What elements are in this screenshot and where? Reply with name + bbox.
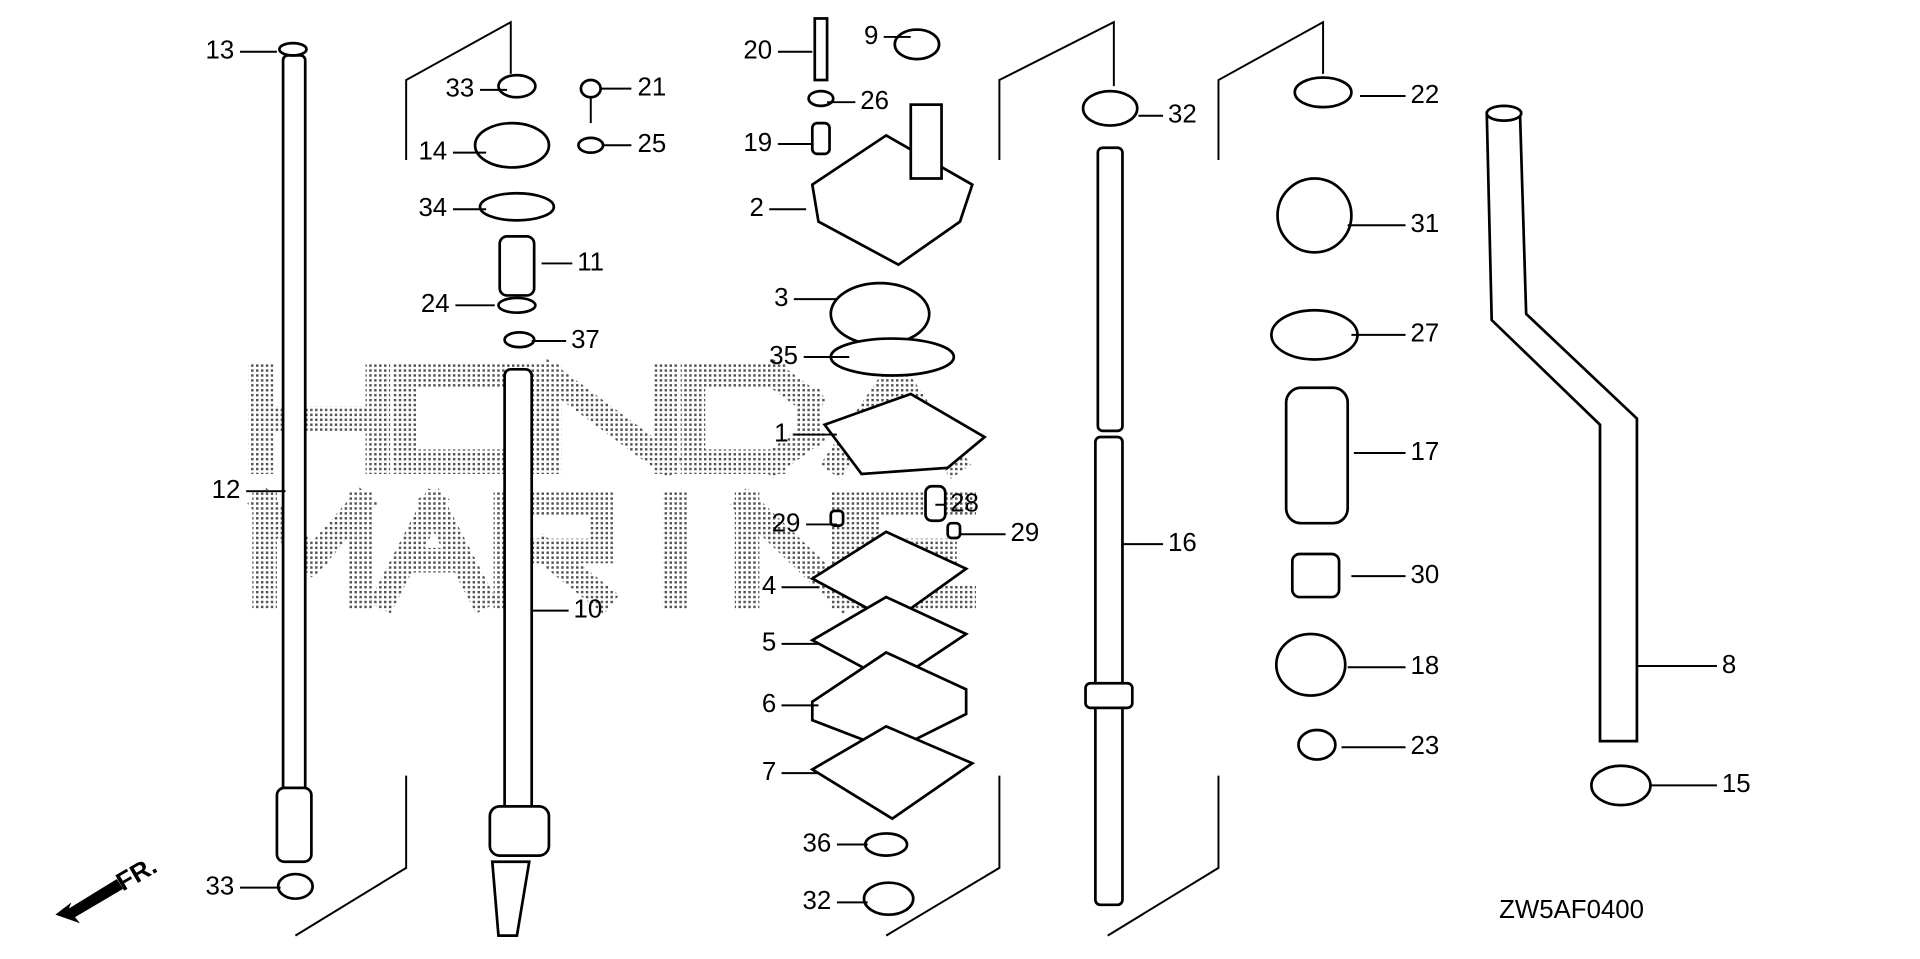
callout-13[interactable]: 13 (206, 37, 277, 65)
callout-label: 7 (762, 758, 776, 786)
callout-17[interactable]: 17 (1353, 438, 1439, 466)
callout-label: 11 (577, 248, 604, 276)
callout-5[interactable]: 5 (762, 629, 819, 657)
front-arrow-icon (55, 878, 124, 924)
callout-label: 33 (446, 75, 475, 103)
callout-label: 29 (772, 509, 801, 537)
callout-label: 18 (1410, 652, 1439, 680)
callout-1[interactable]: 1 (774, 419, 837, 447)
callout-26[interactable]: 26 (827, 87, 889, 115)
callout-6[interactable]: 6 (762, 690, 819, 718)
callout-33[interactable]: 33 (446, 75, 508, 103)
callout-label: 6 (762, 690, 776, 718)
front-marker: FR. (55, 852, 162, 924)
part-water-pump (807, 17, 987, 917)
callout-label: 36 (802, 829, 831, 857)
callout-22[interactable]: 22 (1360, 81, 1439, 109)
watermark-letter (247, 487, 378, 610)
watermark-letter (680, 358, 828, 479)
callout-label: 15 (1722, 770, 1751, 798)
callout-35[interactable]: 35 (769, 342, 850, 370)
callout-label: 3 (774, 284, 788, 312)
callout-37[interactable]: 37 (531, 326, 600, 354)
callout-30[interactable]: 30 (1351, 561, 1439, 589)
callout-label: 23 (1410, 732, 1439, 760)
callout-label: 10 (574, 595, 603, 623)
callout-29[interactable]: 29 (960, 519, 1039, 547)
callout-9[interactable]: 9 (864, 22, 911, 50)
watermark-letter (248, 363, 391, 474)
watermark-letter (531, 358, 684, 479)
part-shaft-10 (473, 73, 605, 937)
callout-label: 8 (1722, 651, 1736, 679)
callout-label: 19 (743, 129, 772, 157)
callout-12[interactable]: 12 (212, 476, 286, 504)
callout-label: 28 (950, 490, 979, 518)
callout-label: 25 (638, 130, 667, 158)
diagram-code: ZW5AF0400 (1499, 896, 1644, 924)
callout-label: 4 (762, 572, 776, 600)
callout-label: 33 (206, 872, 235, 900)
callout-label: 29 (1010, 519, 1039, 547)
callout-2[interactable]: 2 (750, 194, 807, 222)
callout-8[interactable]: 8 (1636, 651, 1736, 679)
part-gear-stack (1270, 76, 1359, 761)
part-shaft-12 (275, 41, 314, 901)
callout-label: 35 (769, 342, 798, 370)
callout-label: 37 (571, 326, 600, 354)
callout-11[interactable]: 11 (541, 248, 605, 276)
callout-label: 14 (418, 137, 447, 165)
callout-27[interactable]: 27 (1351, 320, 1439, 348)
callout-24[interactable]: 24 (421, 290, 495, 318)
callout-18[interactable]: 18 (1347, 652, 1440, 680)
callout-29[interactable]: 29 (772, 509, 837, 537)
callout-16[interactable]: 16 (1122, 529, 1197, 557)
callout-28[interactable]: 28 (935, 490, 979, 518)
callout-label: 30 (1410, 561, 1439, 589)
callout-36[interactable]: 36 (802, 829, 868, 857)
callout-label: 34 (418, 194, 447, 222)
callout-32[interactable]: 32 (802, 887, 868, 915)
callout-34[interactable]: 34 (418, 194, 487, 222)
callout-7[interactable]: 7 (762, 758, 819, 786)
callout-label: 12 (212, 476, 241, 504)
callout-label: 31 (1410, 210, 1439, 238)
callout-10[interactable]: 10 (531, 595, 603, 623)
callout-label: 24 (421, 290, 450, 318)
group-brackets (294, 20, 1325, 937)
callout-31[interactable]: 31 (1347, 210, 1440, 238)
callout-33[interactable]: 33 (206, 872, 281, 900)
callout-32[interactable]: 32 (1138, 101, 1197, 129)
callout-label: 2 (750, 194, 764, 222)
callout-label: 13 (206, 37, 235, 65)
callout-19[interactable]: 19 (743, 129, 813, 157)
callout-4[interactable]: 4 (762, 572, 819, 600)
callout-label: 9 (864, 22, 878, 50)
callout-label: 16 (1168, 529, 1197, 557)
callout-label: 22 (1410, 81, 1439, 109)
callout-15[interactable]: 15 (1649, 770, 1751, 798)
callout-label: 32 (802, 887, 831, 915)
callout-23[interactable]: 23 (1341, 732, 1440, 760)
callout-label: 21 (638, 73, 667, 101)
callout-label: 17 (1410, 438, 1439, 466)
callout-label: 20 (743, 37, 772, 65)
callout-20[interactable]: 20 (743, 37, 813, 65)
callout-label: 27 (1410, 320, 1439, 348)
callout-25[interactable]: 25 (603, 130, 666, 158)
part-tube-8 (1485, 104, 1652, 807)
callout-3[interactable]: 3 (774, 284, 837, 312)
watermark-letter (368, 488, 498, 614)
callout-label: 5 (762, 629, 776, 657)
part-shaft-16 (1081, 89, 1139, 907)
callout-21[interactable]: 21 (600, 73, 667, 101)
callout-label: 26 (860, 87, 889, 115)
callout-label: 32 (1168, 101, 1197, 129)
callout-14[interactable]: 14 (418, 137, 487, 165)
callout-label: 1 (774, 419, 788, 447)
